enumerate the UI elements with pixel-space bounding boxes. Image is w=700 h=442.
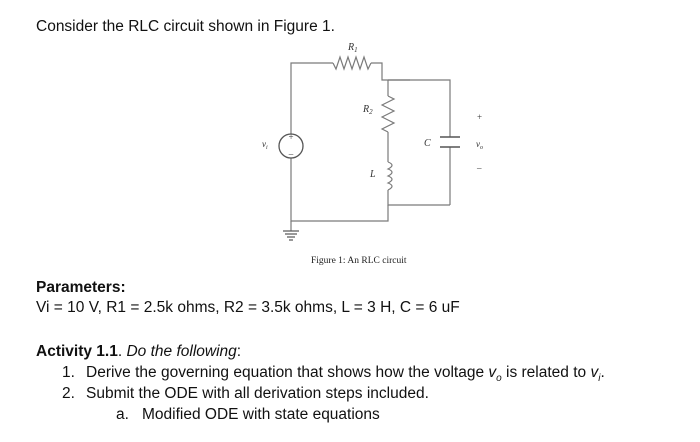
label-vi: vi [262, 139, 268, 151]
list-item-text: Derive the governing equation that shows… [86, 364, 489, 381]
intro-text: Consider the RLC circuit shown in Figure… [36, 18, 335, 35]
source-minus-sign: – [288, 149, 294, 159]
sublist-item: a. Modified ODE with state equations [116, 406, 380, 424]
activity-period: . [117, 343, 123, 360]
label-vo-minus: – [476, 163, 482, 173]
parameters-heading: Parameters: [36, 279, 126, 296]
list-item: 2. Submit the ODE with all derivation ste… [62, 385, 605, 406]
symbol-v2: v [590, 364, 599, 381]
list-item-number: 2. [62, 385, 75, 402]
resistor-r2 [380, 95, 396, 133]
wire-left-bottom [290, 158, 389, 222]
activity-title: Activity 1.1 [36, 343, 118, 360]
label-r2: R2 [362, 104, 373, 116]
list-item-number: 1. [62, 364, 75, 381]
subscript-i: i [598, 373, 601, 385]
activity-subtitle: Do the following [122, 343, 237, 360]
symbol-v: v [488, 364, 497, 381]
wire-left-top [290, 62, 333, 134]
source-plus-sign: + [288, 132, 293, 142]
resistor-r1 [332, 55, 372, 71]
sublist-item-letter: a. [116, 406, 129, 423]
list-item: 1. Derive the governing equation that sho… [62, 364, 605, 385]
label-c: C [424, 138, 431, 149]
sublist-item-text: Modified ODE with state equations [142, 406, 380, 423]
wire-l-bottom [387, 190, 450, 206]
activity-heading: Activity 1.1. Do the following: [36, 343, 241, 361]
list-item-text: Submit the ODE with all derivation steps… [86, 385, 429, 402]
ground-icon [283, 230, 299, 241]
list-item-text-end: . [600, 364, 605, 381]
figure-caption: Figure 1: An RLC circuit [311, 256, 407, 266]
label-r1: R1 [347, 42, 358, 54]
voltage-source-icon [278, 133, 304, 159]
activity-colon: : [236, 343, 242, 360]
list-item-text-middle: is related to [501, 364, 591, 381]
activity-list: 1. Derive the governing equation that sho… [62, 364, 605, 406]
inductor-l [386, 161, 393, 191]
wire-top-right [371, 62, 410, 81]
label-vo: vo [476, 139, 483, 151]
parameters-values: Vi = 10 V, R1 = 2.5k ohms, R2 = 3.5k ohm… [36, 299, 460, 316]
subscript-o: o [496, 373, 502, 385]
label-l: L [369, 169, 376, 180]
label-vo-plus: + [477, 112, 482, 122]
wire-c-top [388, 79, 451, 137]
